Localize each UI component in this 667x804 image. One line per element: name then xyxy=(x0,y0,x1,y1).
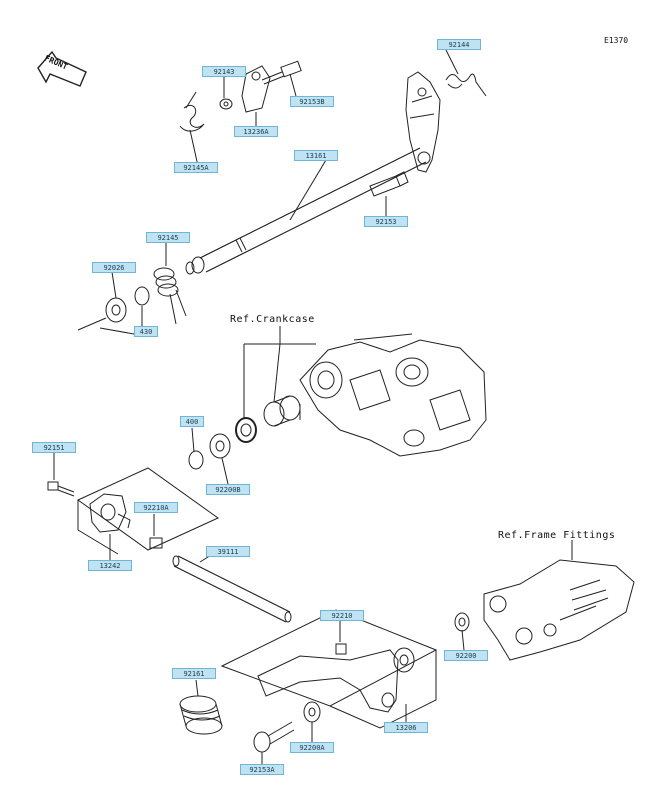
spring-92145 xyxy=(153,267,187,325)
nut-92210 xyxy=(335,643,347,655)
spring-92145a xyxy=(179,91,205,132)
pedal-13206 xyxy=(257,647,415,713)
part-label-92026[interactable]: 92026 xyxy=(92,262,136,273)
front-arrow-icon xyxy=(37,50,87,87)
shift-shaft xyxy=(185,147,427,275)
spring-92144 xyxy=(445,73,487,97)
part-label-13161[interactable]: 13161 xyxy=(294,150,338,161)
nut-92210a xyxy=(149,537,163,549)
washer-92200 xyxy=(454,612,470,632)
part-label-13206[interactable]: 13206 xyxy=(384,722,428,733)
part-label-430[interactable]: 430 xyxy=(134,326,158,337)
bolt-92153b xyxy=(261,60,302,85)
ref-crankcase: Ref.Crankcase xyxy=(230,314,315,325)
rod-39111 xyxy=(172,555,292,623)
part-label-92210a[interactable]: 92210A xyxy=(134,502,178,513)
washer-92200b xyxy=(209,433,231,459)
collar-92143 xyxy=(219,98,233,110)
oil-seal xyxy=(235,417,257,443)
diagram-code: E1370 xyxy=(604,36,629,45)
bolt-92151 xyxy=(47,481,75,497)
part-label-92200b[interactable]: 92200B xyxy=(206,484,250,495)
washer-92026 xyxy=(105,297,127,323)
part-label-92200[interactable]: 92200 xyxy=(444,650,488,661)
circlip-400 xyxy=(188,450,204,470)
part-label-92145a[interactable]: 92145A xyxy=(174,162,218,173)
frame-fittings-outline xyxy=(483,559,635,661)
part-label-92144[interactable]: 92144 xyxy=(437,39,481,50)
part-label-92143[interactable]: 92143 xyxy=(202,66,246,77)
ref-frame-fittings: Ref.Frame Fittings xyxy=(498,530,616,541)
part-label-92153[interactable]: 92153 xyxy=(364,216,408,227)
shift-arm xyxy=(405,71,441,173)
part-label-13236a[interactable]: 13236A xyxy=(234,126,278,137)
lever-13242 xyxy=(89,493,131,533)
rubber-92161 xyxy=(179,695,223,735)
plate-13236a xyxy=(241,65,271,113)
crankcase-outline xyxy=(299,333,487,457)
part-label-92145[interactable]: 92145 xyxy=(146,232,190,243)
part-label-92210[interactable]: 92210 xyxy=(320,610,364,621)
bearing xyxy=(263,395,301,427)
bolt-92153 xyxy=(369,171,409,197)
bolt-92153a xyxy=(253,721,295,753)
part-label-13242[interactable]: 13242 xyxy=(88,560,132,571)
part-label-39111[interactable]: 39111 xyxy=(206,546,250,557)
part-label-400[interactable]: 400 xyxy=(180,416,204,427)
part-label-92161[interactable]: 92161 xyxy=(172,668,216,679)
part-label-92151[interactable]: 92151 xyxy=(32,442,76,453)
washer-92200a xyxy=(303,701,321,723)
part-label-92153b[interactable]: 92153B xyxy=(290,96,334,107)
part-label-92200a[interactable]: 92200A xyxy=(290,742,334,753)
part-label-92153a[interactable]: 92153A xyxy=(240,764,284,775)
circlip-430 xyxy=(134,286,150,306)
